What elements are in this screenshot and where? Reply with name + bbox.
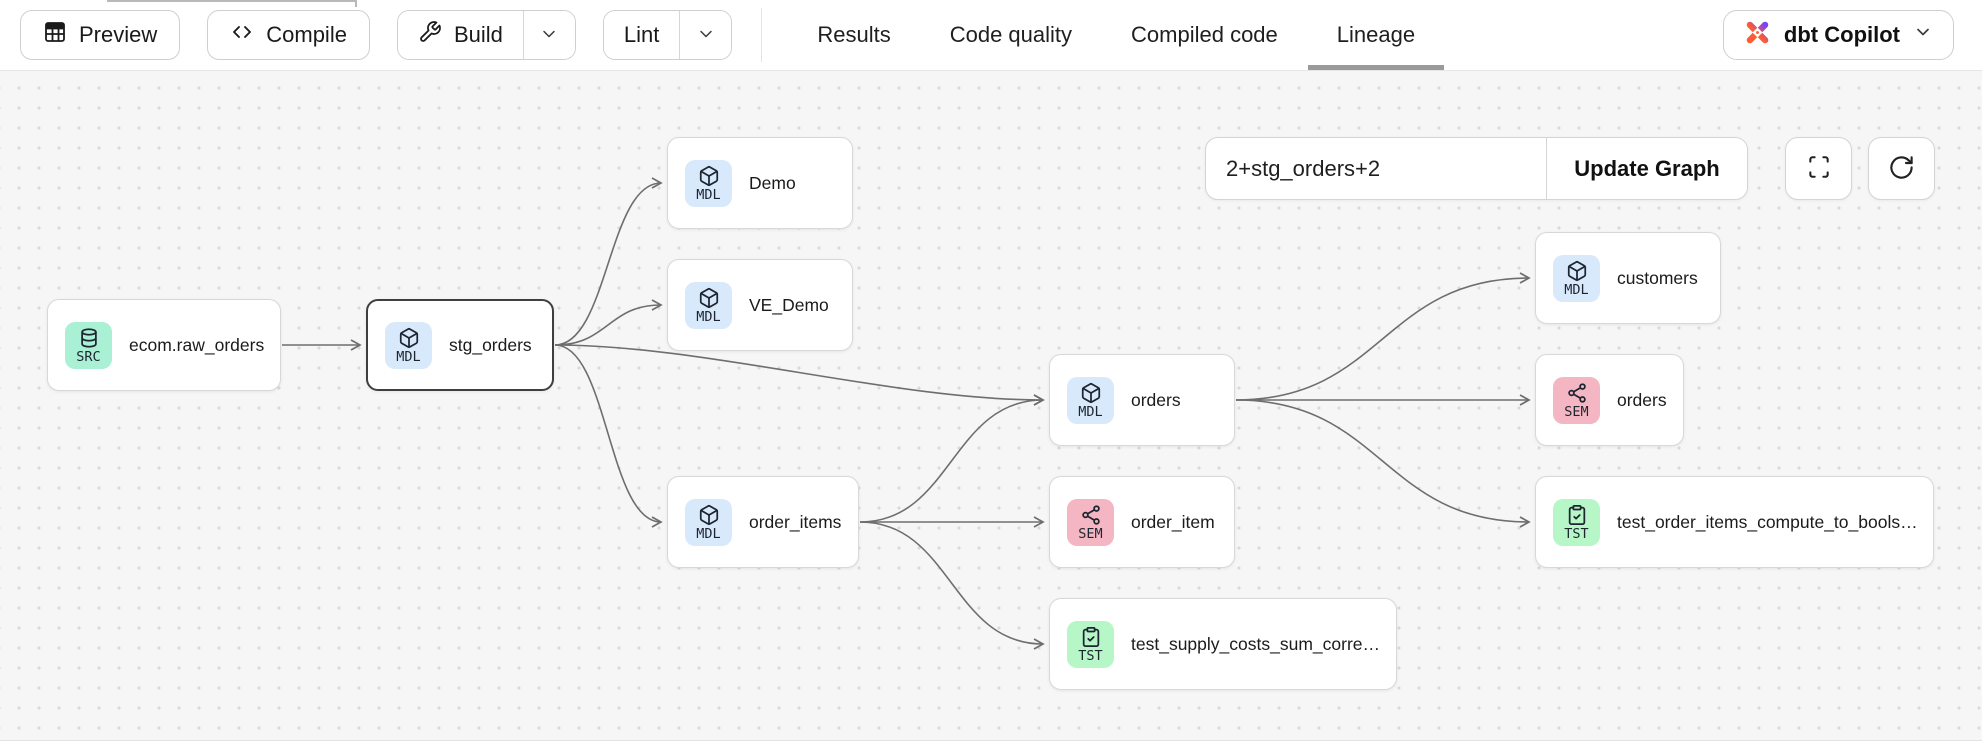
lint-dropdown-button[interactable] bbox=[679, 11, 731, 59]
model-cube-icon: MDL bbox=[685, 499, 732, 546]
build-dropdown-button[interactable] bbox=[523, 11, 575, 59]
build-button[interactable]: Build bbox=[398, 11, 523, 59]
preview-button-label: Preview bbox=[79, 22, 157, 48]
model-cube-icon: MDL bbox=[385, 322, 432, 369]
lineage-node-order-items[interactable]: MDL order_items bbox=[667, 476, 859, 568]
dbt-copilot-icon bbox=[1744, 19, 1771, 52]
tab-results[interactable]: Results bbox=[817, 0, 890, 70]
top-edge-fragment bbox=[107, 0, 357, 2]
results-tab-bar: Results Code quality Compiled code Linea… bbox=[817, 0, 1415, 70]
semantic-network-icon: SEM bbox=[1067, 499, 1114, 546]
refresh-button[interactable] bbox=[1868, 137, 1935, 200]
preview-button[interactable]: Preview bbox=[20, 10, 180, 60]
semantic-network-icon: SEM bbox=[1553, 377, 1600, 424]
wrench-icon bbox=[418, 20, 442, 50]
node-label: order_item bbox=[1131, 512, 1227, 533]
model-cube-icon: MDL bbox=[1067, 377, 1114, 424]
dbt-copilot-button[interactable]: dbt Copilot bbox=[1723, 10, 1954, 60]
edge-stg-orders-to-order-items bbox=[555, 345, 661, 522]
model-cube-icon: MDL bbox=[1553, 255, 1600, 302]
lint-button-label: Lint bbox=[624, 22, 659, 48]
chevron-down-icon bbox=[539, 24, 559, 47]
node-label: test_supply_costs_sum_correctly bbox=[1131, 634, 1396, 655]
node-label: VE_Demo bbox=[749, 295, 841, 316]
fullscreen-button[interactable] bbox=[1785, 137, 1852, 200]
update-graph-button[interactable]: Update Graph bbox=[1546, 138, 1747, 199]
tab-code-quality[interactable]: Code quality bbox=[950, 0, 1072, 70]
compile-button[interactable]: Compile bbox=[207, 10, 370, 60]
lineage-canvas[interactable]: SRCecom.raw_ordersMDLstg_ordersMDLDemoMD… bbox=[0, 71, 1982, 740]
tab-compiled-code[interactable]: Compiled code bbox=[1131, 0, 1278, 70]
code-icon bbox=[230, 20, 254, 50]
lineage-node-orders-mdl[interactable]: MDL orders bbox=[1049, 354, 1235, 446]
bottom-strip bbox=[0, 740, 1982, 748]
build-button-label: Build bbox=[454, 22, 503, 48]
lineage-node-test-order-items[interactable]: TST test_order_items_compute_to_bools_c..… bbox=[1535, 476, 1934, 568]
test-clipboard-icon: TST bbox=[1067, 621, 1114, 668]
test-clipboard-icon: TST bbox=[1553, 499, 1600, 546]
lint-button-group: Lint bbox=[603, 10, 732, 60]
node-label: test_order_items_compute_to_bools_c... bbox=[1617, 512, 1933, 533]
node-label: stg_orders bbox=[449, 335, 544, 356]
lineage-node-demo[interactable]: MDL Demo bbox=[667, 137, 853, 229]
compile-button-label: Compile bbox=[266, 22, 347, 48]
lineage-node-customers[interactable]: MDL customers bbox=[1535, 232, 1721, 324]
chevron-down-icon bbox=[1913, 22, 1933, 48]
edge-order-items-to-orders-mdl bbox=[860, 400, 1043, 522]
selector-group: Update Graph bbox=[1205, 137, 1748, 200]
edge-orders-mdl-to-customers bbox=[1236, 278, 1529, 400]
edge-order-items-to-test-supply bbox=[860, 522, 1043, 644]
tab-lineage[interactable]: Lineage bbox=[1337, 0, 1415, 70]
edge-orders-mdl-to-test-order-items bbox=[1236, 400, 1529, 522]
lint-button[interactable]: Lint bbox=[604, 11, 679, 59]
lineage-node-order-item-sem[interactable]: SEM order_item bbox=[1049, 476, 1235, 568]
fullscreen-icon bbox=[1806, 154, 1832, 183]
lineage-node-ecom-raw-orders[interactable]: SRC ecom.raw_orders bbox=[47, 299, 281, 391]
lineage-node-ve-demo[interactable]: MDL VE_Demo bbox=[667, 259, 853, 351]
edge-stg-orders-to-orders-mdl bbox=[555, 345, 1043, 400]
node-label: customers bbox=[1617, 268, 1710, 289]
refresh-icon bbox=[1888, 154, 1915, 184]
model-cube-icon: MDL bbox=[685, 160, 732, 207]
database-icon: SRC bbox=[65, 322, 112, 369]
node-label: orders bbox=[1617, 390, 1679, 411]
model-cube-icon: MDL bbox=[685, 282, 732, 329]
dbt-copilot-label: dbt Copilot bbox=[1784, 22, 1900, 48]
node-label: order_items bbox=[749, 512, 853, 533]
build-button-group: Build bbox=[397, 10, 576, 60]
node-label: orders bbox=[1131, 390, 1193, 411]
toolbar: Preview Compile Build Lint bbox=[0, 0, 1982, 71]
top-edge-fragment-tick bbox=[355, 0, 357, 7]
selector-input[interactable] bbox=[1206, 138, 1546, 199]
toolbar-divider bbox=[761, 8, 762, 62]
lineage-node-test-supply[interactable]: TST test_supply_costs_sum_correctly bbox=[1049, 598, 1397, 690]
lineage-node-stg-orders[interactable]: MDL stg_orders bbox=[366, 299, 554, 391]
lineage-node-orders-sem[interactable]: SEM orders bbox=[1535, 354, 1684, 446]
node-label: Demo bbox=[749, 173, 808, 194]
table-icon bbox=[43, 20, 67, 50]
node-label: ecom.raw_orders bbox=[129, 335, 276, 356]
chevron-down-icon bbox=[696, 24, 716, 47]
edge-stg-orders-to-demo bbox=[555, 183, 661, 345]
